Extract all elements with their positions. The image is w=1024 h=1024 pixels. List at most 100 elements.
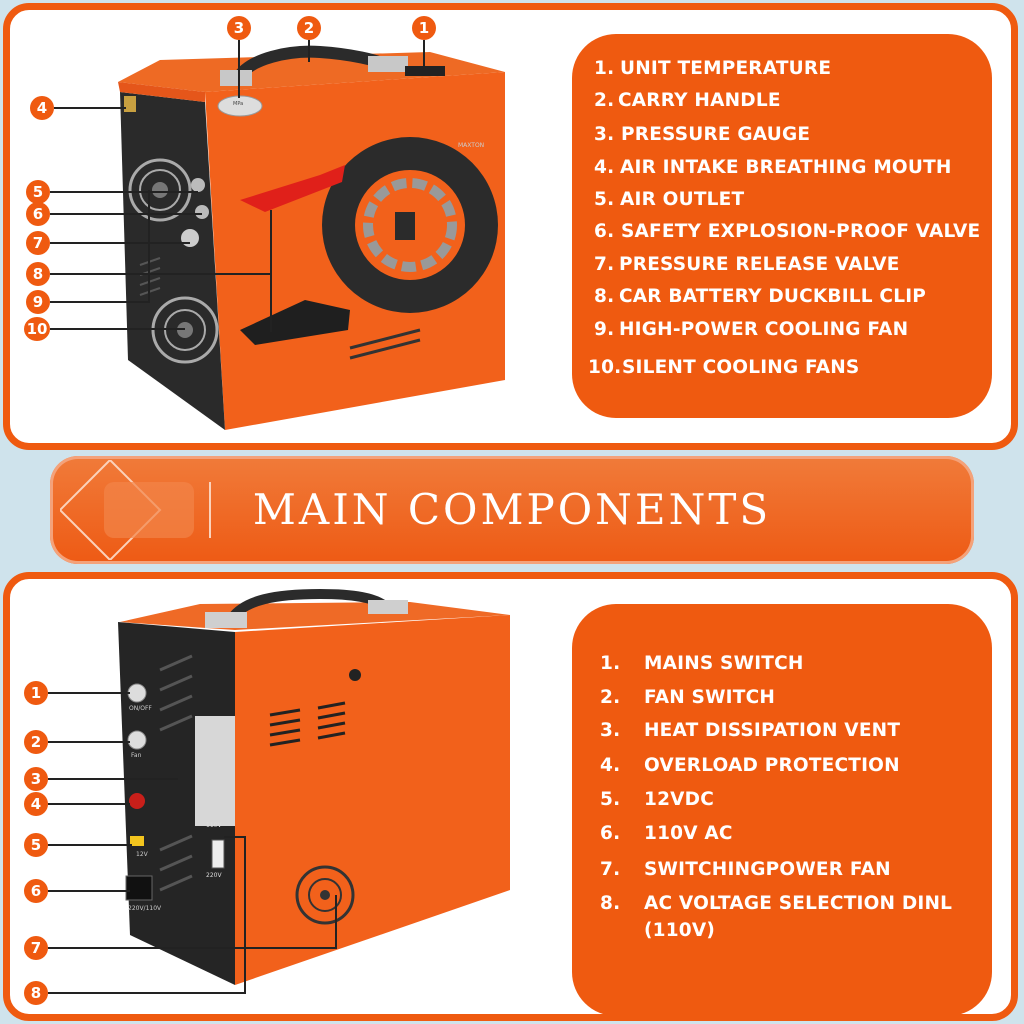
leader-line xyxy=(48,741,130,743)
item-label: SILENT COOLING FANS xyxy=(622,357,860,378)
switch-icon xyxy=(127,730,147,750)
cooling-fan-icon xyxy=(151,296,219,364)
callout-top-4: 4 xyxy=(30,96,54,120)
leader-line xyxy=(50,328,185,330)
leader-line xyxy=(244,836,246,994)
leader-line xyxy=(335,895,337,949)
leader-line xyxy=(50,273,272,275)
leader-line xyxy=(48,947,336,949)
callout-bottom-4: 4 xyxy=(24,792,48,816)
leader-line xyxy=(224,836,246,838)
item-number: 8. xyxy=(594,286,615,307)
item-number: 3. xyxy=(600,720,621,741)
leader-line xyxy=(423,40,425,70)
top-list-item: 4.AIR INTAKE BREATHING MOUTH xyxy=(594,157,952,178)
item-label: SWITCHINGPOWER FAN xyxy=(644,859,891,880)
pressure-gauge-icon xyxy=(217,95,263,117)
item-label: 12VDC xyxy=(644,789,714,810)
leader-line xyxy=(48,778,178,780)
cooling-fan-icon xyxy=(128,158,192,222)
callout-top-7: 7 xyxy=(26,231,50,255)
banner-title: MAIN COMPONENTS xyxy=(252,485,772,534)
item-label: CAR BATTERY DUCKBILL CLIP xyxy=(619,286,927,307)
ac-label: 220V/110V xyxy=(128,905,162,912)
item-label: AC VOLTAGE SELECTION DINL xyxy=(644,893,953,914)
top-list-item: 7.PRESSURE RELEASE VALVE xyxy=(594,254,900,275)
callout-bottom-5: 5 xyxy=(24,833,48,857)
dc-label: 12V xyxy=(136,851,148,858)
leader-line xyxy=(308,40,310,62)
leader-line xyxy=(50,191,198,193)
switch-icon xyxy=(127,683,147,703)
bottom-list-item: 2. FAN SWITCH xyxy=(600,687,775,708)
callout-top-2: 2 xyxy=(297,16,321,40)
top-list-item: 2.CARRY HANDLE xyxy=(594,90,781,111)
item-label: AIR OUTLET xyxy=(620,189,745,210)
item-label: PRESSURE GAUGE xyxy=(621,124,811,145)
item-number: 4. xyxy=(594,157,615,178)
leader-line xyxy=(48,803,130,805)
item-label: SAFETY EXPLOSION-PROOF VALVE xyxy=(621,221,981,242)
leader-line xyxy=(50,242,190,244)
battery-clip-icon xyxy=(240,165,350,345)
callout-bottom-7: 7 xyxy=(24,936,48,960)
top-list-item: 10.SILENT COOLING FANS xyxy=(588,357,859,378)
leader-line xyxy=(238,40,240,98)
item-number: 1. xyxy=(600,653,621,674)
item-label: HEAT DISSIPATION VENT xyxy=(644,720,901,741)
bottom-list-item: 1. MAINS SWITCH xyxy=(600,653,804,674)
gauge-label: MPa xyxy=(233,101,244,107)
item-number: 2. xyxy=(594,90,615,111)
bottom-list-item: 8. AC VOLTAGE SELECTION DINL xyxy=(600,893,952,914)
callout-bottom-3: 3 xyxy=(24,767,48,791)
selector-top-label: 110V xyxy=(206,822,222,829)
leader-line xyxy=(48,992,246,994)
leader-line xyxy=(48,692,130,694)
leader-line xyxy=(54,107,126,109)
item-label: FAN SWITCH xyxy=(644,687,776,708)
compressor-front-illustration xyxy=(118,45,505,430)
compressor-back-illustration xyxy=(118,588,510,985)
item-number: 9. xyxy=(594,319,615,340)
item-number: 3. xyxy=(594,124,615,145)
top-list-item: 5.AIR OUTLET xyxy=(594,189,744,210)
item-number: 1. xyxy=(594,58,615,79)
leader-line xyxy=(148,190,150,302)
leader-line xyxy=(48,890,130,892)
item-number: 6. xyxy=(594,221,615,242)
cooling-fan-icon xyxy=(295,865,355,925)
cable-reel-icon xyxy=(322,137,498,313)
callout-bottom-6: 6 xyxy=(24,879,48,903)
leader-line xyxy=(48,844,132,846)
callout-top-10: 10 xyxy=(24,317,50,341)
item-label: HIGH-POWER COOLING FAN xyxy=(619,319,909,340)
item-number: 2. xyxy=(600,687,621,708)
leader-line xyxy=(50,301,150,303)
bottom-list-item: 6.110V AC xyxy=(600,823,733,844)
item-label: OVERLOAD PROTECTION xyxy=(644,755,900,776)
bottom-list-item: 4. OVERLOAD PROTECTION xyxy=(600,755,900,776)
item-label: AIR INTAKE BREATHING MOUTH xyxy=(620,157,952,178)
switch1-label: ON/OFF xyxy=(129,705,152,712)
callout-top-6: 6 xyxy=(26,202,50,226)
item-label: MAINS SWITCH xyxy=(644,653,804,674)
banner-ornament-icon xyxy=(60,460,211,560)
dial-label: MAXTON xyxy=(458,142,485,149)
callout-top-8: 8 xyxy=(26,262,50,286)
item-number: 8. xyxy=(600,893,621,914)
leader-line xyxy=(270,210,272,332)
bottom-list-item: 7.SWITCHINGPOWER FAN xyxy=(600,859,891,880)
item-number: 6. xyxy=(600,823,621,844)
item-number: 4. xyxy=(600,755,621,776)
top-list-item: 8.CAR BATTERY DUCKBILL CLIP xyxy=(594,286,926,307)
bottom-list-item-continued: (110V) xyxy=(644,920,715,941)
bottom-list-item: 3. HEAT DISSIPATION VENT xyxy=(600,720,900,741)
callout-top-5: 5 xyxy=(26,180,50,204)
selector-bottom-label: 220V xyxy=(206,872,222,879)
callout-bottom-2: 2 xyxy=(24,730,48,754)
switch2-label: Fan xyxy=(131,752,142,759)
bottom-list-item: 5. 12VDC xyxy=(600,789,714,810)
item-number: 10. xyxy=(588,357,622,378)
handle-icon xyxy=(227,588,390,623)
item-number: 5. xyxy=(600,789,621,810)
